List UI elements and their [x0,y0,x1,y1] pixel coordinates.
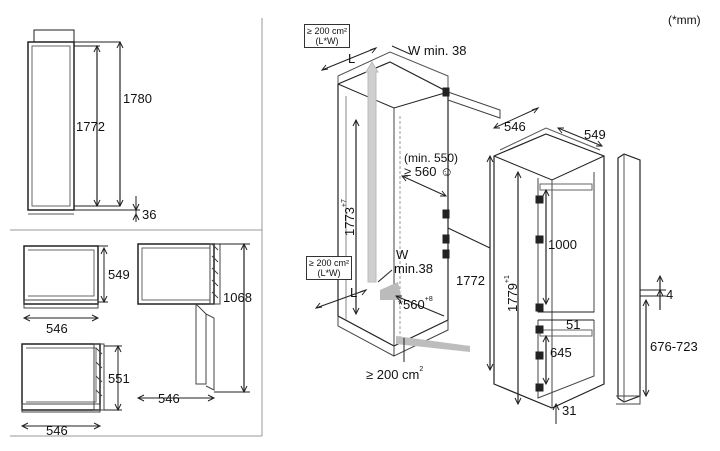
dim-1068: 1068 [223,290,252,305]
side-open-drawing [136,242,250,402]
app-width: 546 [504,119,526,134]
vent-top-w: W min. 38 [408,43,467,58]
top-view-1-drawing [22,245,108,322]
door-panel-drawing [616,153,666,405]
bottom-air: ≥ 200 cm2 [366,366,424,382]
dim-546-c: 546 [46,423,68,438]
vent-bottom-box: ≥ 200 cm² (L*W) [306,256,352,280]
side-view-drawing [27,29,140,222]
niche-drawing [314,45,501,372]
vent-top-box: ≥ 200 cm² (L*W) [304,24,350,48]
app-foot: 31 [562,403,577,418]
bottom-air-sup: 2 [419,366,424,373]
app-depth: 549 [584,127,606,142]
width-560-value: *560 [398,297,425,312]
dim-546-b: 546 [158,391,180,406]
dim-1772-side: 1772 [76,119,105,134]
app-door-lower: 645 [550,345,572,360]
vent-bottom-min: min.38 [394,261,434,276]
vent-top-area: ≥ 200 cm² [307,26,347,36]
top-view-2-drawing [20,343,122,430]
dim-551: 551 [108,371,130,386]
app-height-value: 1779 [505,283,520,312]
bottom-air-value: ≥ 200 cm [366,367,420,382]
vent-bottom-l: L [350,285,358,300]
width-560-sup: +8 [424,296,433,303]
depth-560: ≥ 560 ☺ [404,164,454,179]
height-1773-value: 1773 [342,207,357,236]
dim-36: 36 [142,207,157,222]
dim-549: 549 [108,267,130,282]
height-1773: 1773+7 [341,199,357,236]
dim-546-a: 546 [46,321,68,336]
vent-bottom-w: W [396,247,409,262]
height-1772: 1772 [456,273,485,288]
appliance-drawing [492,106,605,424]
vent-bottom-formula: (L*W) [317,268,341,278]
app-height: 1779+1 [504,275,520,312]
app-door-upper: 1000 [548,237,577,252]
vent-top-l: L [348,51,356,66]
vent-top-formula: (L*W) [315,36,339,46]
app-height-sup: +1 [504,275,511,284]
door-offset: 4 [666,287,674,302]
dim-1780: 1780 [123,91,152,106]
unit-note: (*mm) [668,13,701,27]
min-depth: (min. 550) [404,151,459,165]
app-gap: 51 [566,317,581,332]
height-1773-sup: +7 [341,199,348,208]
vent-bottom-area: ≥ 200 cm² [309,258,349,268]
width-560: *560+8 [398,296,433,312]
door-range: 676-723 [650,339,698,354]
